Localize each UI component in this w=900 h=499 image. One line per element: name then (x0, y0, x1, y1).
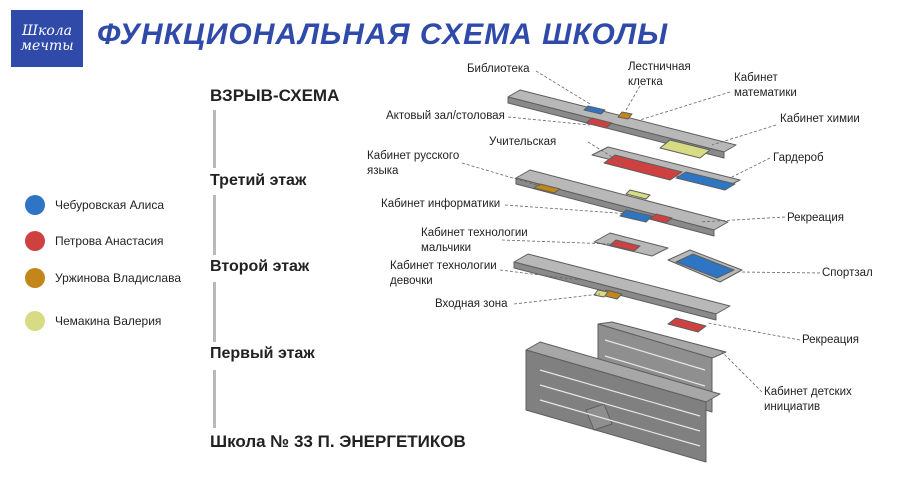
top-floor-room-yellow (659, 139, 711, 159)
leader-lines (461, 70, 821, 393)
callout-math-line1: Кабинет (734, 72, 778, 84)
floor2-room-red (609, 239, 641, 252)
callout-stairs-line2: клетка (628, 76, 663, 88)
callout-russian-line1: Кабинет русского (367, 150, 460, 162)
floor2-room-yellow (593, 289, 609, 298)
floor2-side (513, 261, 717, 321)
stage-floor-1: Первый этаж (210, 345, 315, 362)
legend-swatch (25, 311, 45, 331)
callout-informatics: Кабинет информатики (381, 198, 501, 210)
legend-label: Чемакина Валерия (55, 314, 162, 328)
stage-connector-1 (213, 110, 216, 168)
callout-stairs: Лестничная клетка (628, 60, 691, 90)
callout-stairs-line1: Лестничная (628, 61, 691, 73)
callout-children-line1: Кабинет детских (764, 386, 852, 398)
school-name: Школа № 33 П. ЭНЕРГЕТИКОВ (210, 432, 466, 451)
floor2-gym-pool (675, 253, 735, 279)
floor3-room-red-2 (649, 213, 673, 224)
legend-label: Чебуровская Алиса (55, 198, 165, 212)
callout-chemistry: Кабинет химии (780, 113, 860, 125)
floor3-room-orange (533, 183, 561, 194)
stage-floor-3: Третий этаж (210, 172, 307, 189)
callout-tech-boys-line2: мальчики (421, 242, 472, 254)
callout-entrance: Входная зона (435, 298, 508, 310)
top-floor-room-blue (583, 105, 606, 115)
legend-swatch (25, 231, 45, 251)
callout-children-line2: инициатив (764, 401, 821, 413)
callout-tech-girls-line1: Кабинет технологии (390, 260, 497, 272)
legend-label: Петрова Анастасия (55, 234, 164, 248)
callout-tech-girls-line2: девочки (390, 275, 433, 287)
callout-children-initiatives: Кабинет детских инициатив (764, 385, 852, 415)
callout-gym: Спортзал (822, 267, 873, 279)
stage-connector-4 (213, 370, 216, 428)
stage-floor-2: Второй этаж (210, 258, 310, 275)
callout-recreation-bottom: Рекреация (802, 334, 860, 346)
callout-tech-boys: Кабинет технологии мальчики (421, 226, 528, 256)
stage-explode: ВЗРЫВ-СХЕМА (210, 86, 340, 105)
callout-math: Кабинет математики (734, 71, 797, 101)
legend-label: Уржинова Владислава (55, 271, 182, 285)
page-title: ФУНКЦИОНАЛЬНАЯ СХЕМА ШКОЛЫ (97, 18, 669, 51)
callout-math-line2: математики (734, 87, 797, 99)
top-floor-room-red (585, 117, 613, 129)
logo-line-2: мечты (20, 37, 74, 54)
building-windows (539, 339, 706, 447)
top-floor-room-orange (617, 111, 633, 120)
school-logo: Школа мечты (11, 10, 83, 67)
callout-wardrobe: Гардероб (773, 152, 824, 164)
stage-connector-3 (213, 282, 216, 342)
callout-tech-girls: Кабинет технологии девочки (390, 259, 497, 289)
legend-swatch (25, 195, 45, 215)
stage-connector-2 (213, 195, 216, 255)
floor3-room-yellow (625, 189, 651, 200)
callout-teachers: Учительская (489, 136, 557, 148)
callout-russian: Кабинет русского языка (367, 149, 459, 179)
callout-russian-line2: языка (367, 165, 399, 177)
building-main-front (525, 349, 707, 463)
callout-recreation-top: Рекреация (787, 212, 845, 224)
floor2-room-red-2 (667, 317, 707, 333)
floor3-room-blue (675, 171, 736, 191)
logo-line-1: Школа (21, 22, 73, 39)
callout-library: Библиотека (467, 63, 530, 75)
floor3-room-red (603, 154, 683, 181)
callout-assembly: Актовый зал/столовая (386, 110, 505, 122)
floor3-room-blue-2 (619, 209, 653, 223)
legend-swatch (25, 268, 45, 288)
callout-tech-boys-line1: Кабинет технологии (421, 227, 528, 239)
